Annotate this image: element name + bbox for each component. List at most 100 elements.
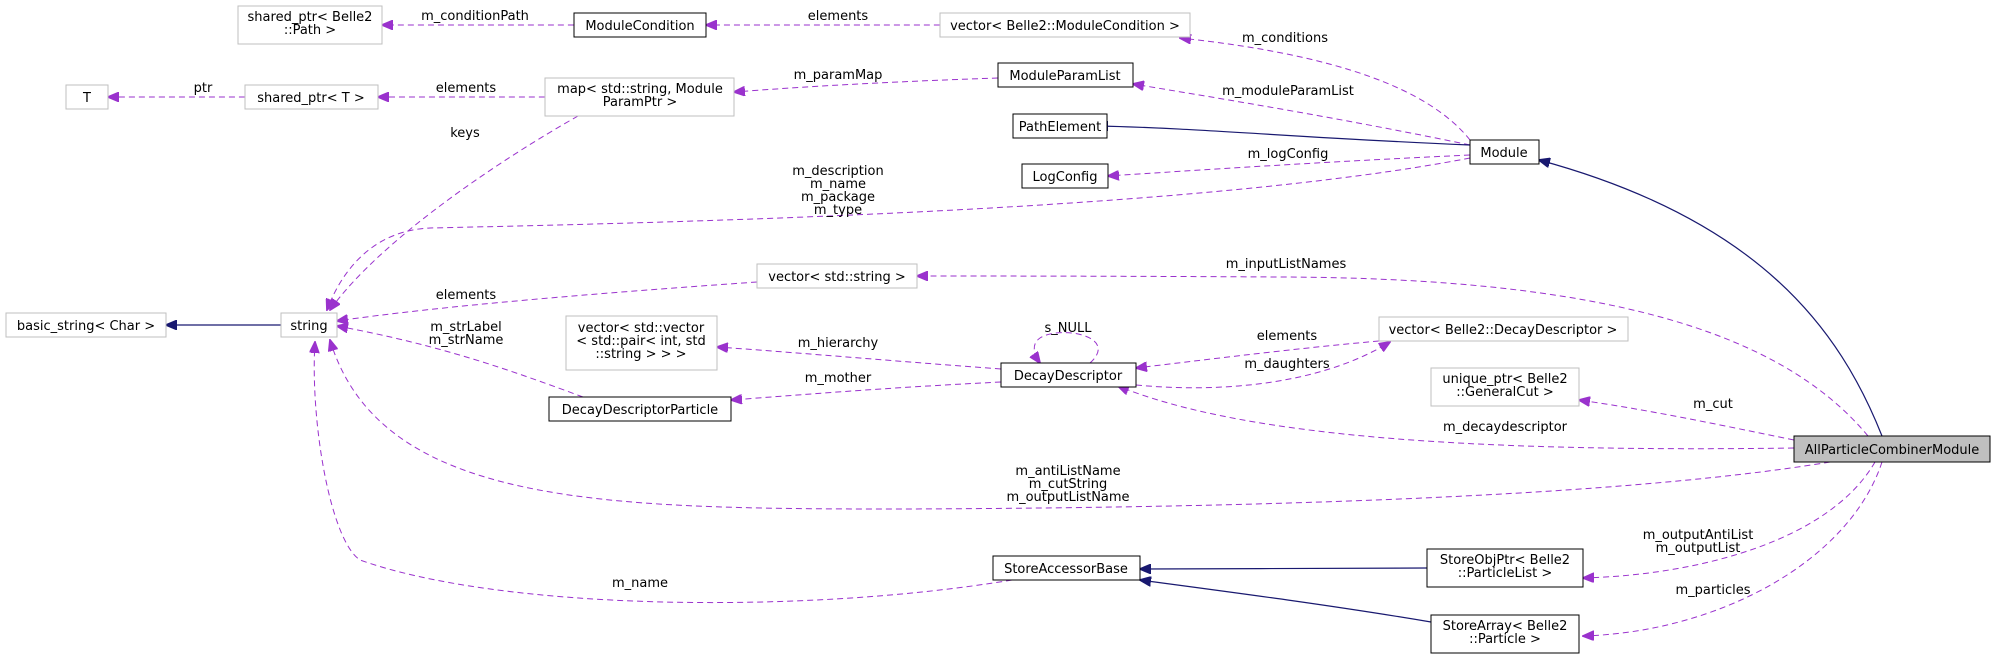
- text-line: map< std::string, Module: [557, 82, 723, 97]
- node-log-config[interactable]: LogConfig: [1021, 163, 1109, 189]
- edge-m-name-store: [314, 342, 1013, 604]
- text-line: m_outputListName: [1006, 490, 1129, 505]
- node-label: unique_ptr< Belle2::GeneralCut >: [1442, 372, 1567, 400]
- nodes: AllParticleCombinerModule Module PathEle…: [5, 5, 1991, 654]
- text-line: StoreAccessorBase: [1004, 562, 1128, 577]
- edge-m-input-list-names: [917, 276, 1869, 437]
- node-t[interactable]: T: [65, 84, 109, 110]
- node-all-particle-combiner-module[interactable]: AllParticleCombinerModule: [1793, 435, 1991, 463]
- text-line: vector< Belle2::ModuleCondition >: [950, 19, 1180, 34]
- node-store-accessor-base[interactable]: StoreAccessorBase: [992, 555, 1141, 581]
- edge-keys: [330, 115, 579, 310]
- label-m-mother: m_mother: [805, 371, 872, 386]
- text-line: ::Path >: [284, 23, 336, 38]
- text-line: ModuleParamList: [1009, 69, 1120, 84]
- edge-m-param-map: [734, 77, 999, 92]
- edge-store-obj-inherit: [1140, 568, 1428, 569]
- label-m-hierarchy: m_hierarchy: [798, 336, 879, 351]
- text-line: m_particles: [1676, 583, 1751, 598]
- edge-store-array-inherit: [1140, 580, 1432, 623]
- node-label: ModuleParamList: [1009, 69, 1120, 84]
- node-vector-module-condition[interactable]: vector< Belle2::ModuleCondition >: [939, 12, 1191, 38]
- text-line: PathElement: [1019, 120, 1101, 135]
- label-m-decaydescriptor: m_decaydescriptor: [1443, 420, 1568, 435]
- text-line: m_cutString: [1029, 477, 1107, 492]
- label-elements-string: elements: [436, 288, 497, 303]
- node-module-condition[interactable]: ModuleCondition: [573, 12, 707, 38]
- label-m-daughters: m_daughters: [1244, 357, 1330, 372]
- node-label: LogConfig: [1033, 170, 1098, 185]
- text-line: AllParticleCombinerModule: [1805, 443, 1980, 458]
- text-line: vector< std::string >: [768, 270, 905, 285]
- edge-m-mother: [731, 381, 1002, 400]
- node-path-element[interactable]: PathElement: [1012, 113, 1108, 139]
- text-line: m_cut: [1693, 397, 1733, 412]
- label-m-module-param-list: m_moduleParamList: [1222, 84, 1354, 99]
- text-line: m_mother: [805, 371, 872, 386]
- text-line: LogConfig: [1033, 170, 1098, 185]
- node-label: basic_string< Char >: [17, 319, 155, 334]
- text-line: m_name: [612, 576, 668, 591]
- text-line: elements: [436, 288, 497, 303]
- node-label: vector< std::vector< std::pair< int, std…: [576, 321, 705, 362]
- text-line: elements: [1257, 329, 1318, 344]
- text-line: m_package: [801, 190, 875, 205]
- text-line: StoreArray< Belle2: [1443, 619, 1568, 634]
- edge-output-lists: [1583, 461, 1876, 578]
- text-line: s_NULL: [1045, 321, 1093, 336]
- edge-m-module-param-list: [1133, 84, 1471, 146]
- edge-labels: m_conditionPath elements m_conditions pt…: [194, 9, 1754, 598]
- node-module-param-list[interactable]: ModuleParamList: [997, 62, 1134, 88]
- text-line: DecayDescriptorParticle: [562, 403, 718, 418]
- node-label: DecayDescriptor: [1014, 369, 1123, 384]
- node-shared-ptr-t[interactable]: shared_ptr< T >: [244, 84, 379, 110]
- text-line: basic_string< Char >: [17, 319, 155, 334]
- label-s-null: s_NULL: [1045, 321, 1093, 336]
- node-label: shared_ptr< T >: [257, 91, 364, 106]
- node-label: vector< Belle2::DecayDescriptor >: [1389, 323, 1618, 338]
- node-decay-descriptor-particle[interactable]: DecayDescriptorParticle: [548, 396, 732, 422]
- node-module[interactable]: Module: [1469, 139, 1540, 165]
- text-line: ::GeneralCut >: [1456, 385, 1553, 400]
- text-line: shared_ptr< Belle2: [248, 10, 373, 25]
- node-store-obj-ptr[interactable]: StoreObjPtr< Belle2::ParticleList >: [1426, 548, 1584, 588]
- node-unique-ptr-cut[interactable]: unique_ptr< Belle2::GeneralCut >: [1430, 367, 1580, 407]
- text-line: ::string > > >: [595, 347, 686, 362]
- node-vector-pair[interactable]: vector< std::vector< std::pair< int, std…: [565, 315, 718, 371]
- label-m-condition-path: m_conditionPath: [421, 9, 529, 24]
- text-line: elements: [808, 9, 869, 24]
- text-line: m_moduleParamList: [1222, 84, 1354, 99]
- node-label: AllParticleCombinerModule: [1805, 443, 1980, 458]
- text-line: m_conditionPath: [421, 9, 529, 24]
- node-label: PathElement: [1019, 120, 1101, 135]
- text-line: vector< Belle2::DecayDescriptor >: [1389, 323, 1618, 338]
- text-line: vector< std::vector: [578, 321, 705, 336]
- text-line: keys: [450, 126, 480, 141]
- node-decay-descriptor[interactable]: DecayDescriptor: [1000, 362, 1137, 388]
- text-line: Module: [1480, 146, 1527, 161]
- text-line: m_description: [792, 164, 883, 179]
- node-basic-string[interactable]: basic_string< Char >: [5, 312, 167, 338]
- text-line: T: [82, 91, 91, 106]
- edge-m-conditions: [1180, 38, 1471, 141]
- node-label: StoreObjPtr< Belle2::ParticleList >: [1440, 553, 1570, 581]
- label-m-log-config: m_logConfig: [1248, 147, 1329, 162]
- label-elements-shared-ptr: elements: [436, 81, 497, 96]
- label-m-param-map: m_paramMap: [794, 68, 883, 83]
- edge-list-strings: [330, 340, 1831, 510]
- node-store-array[interactable]: StoreArray< Belle2::Particle >: [1430, 614, 1580, 654]
- node-vector-string[interactable]: vector< std::string >: [756, 263, 918, 289]
- node-vector-decay-descriptor[interactable]: vector< Belle2::DecayDescriptor >: [1378, 316, 1629, 342]
- edge-path-element-inherit: [1097, 126, 1471, 146]
- text-line: unique_ptr< Belle2: [1442, 372, 1567, 387]
- node-string[interactable]: string: [280, 312, 338, 338]
- text-line: m_outputList: [1656, 541, 1741, 556]
- node-shared-ptr-path[interactable]: shared_ptr< Belle2::Path >: [237, 5, 383, 45]
- edge-module-strings: [327, 157, 1471, 310]
- text-line: m_logConfig: [1248, 147, 1329, 162]
